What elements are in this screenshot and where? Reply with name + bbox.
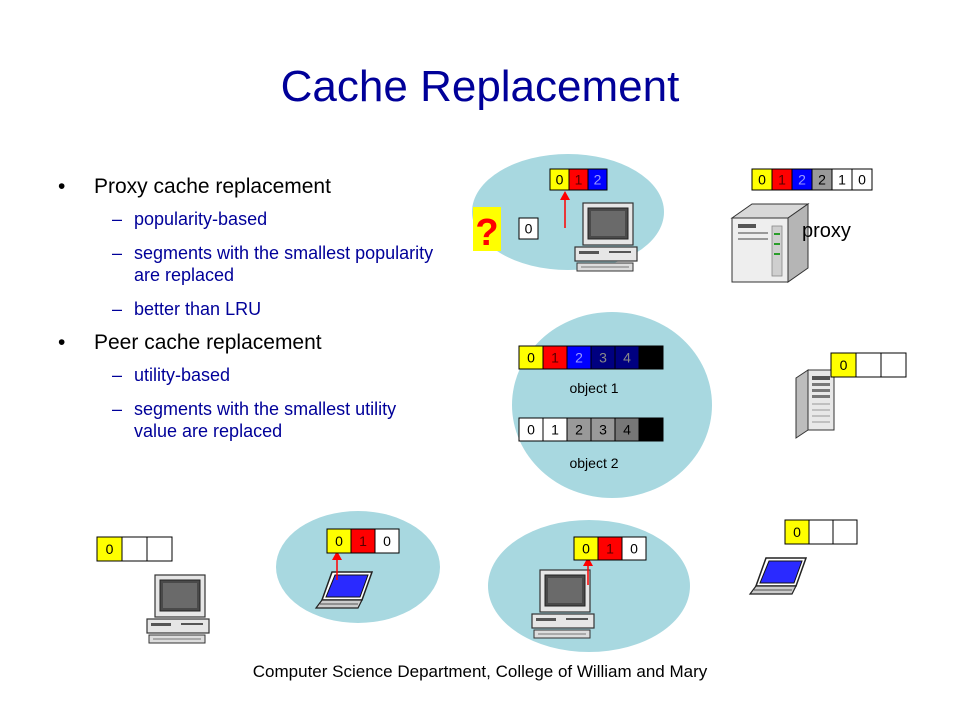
cache-cell — [832, 519, 858, 545]
proxy-server-icon[interactable] — [731, 203, 809, 283]
cache-array-bottom-laptop2: 0 — [784, 519, 858, 545]
cache-cell-label: 3 — [599, 422, 607, 438]
cache-cell-label: 0 — [106, 541, 114, 557]
peer-laptop-icon[interactable] — [749, 557, 807, 595]
cache-cell-label: 1 — [778, 172, 786, 188]
bullet-text: Peer cache replacement — [94, 331, 322, 354]
cache-cell — [374, 528, 400, 554]
cache-cell — [851, 168, 873, 191]
cache-cell — [621, 536, 647, 561]
cache-cell-label: 4 — [623, 422, 631, 438]
peer-desktop-icon[interactable] — [574, 202, 638, 272]
cache-cell — [855, 352, 882, 378]
request-arrow — [560, 191, 570, 228]
cache-cell-label: 4 — [623, 350, 631, 366]
sub-bullet-text: better than LRU — [134, 299, 262, 319]
bullet-text: Proxy cache replacement — [94, 175, 331, 198]
dash-glyph: – — [112, 299, 123, 319]
peer-desktop-icon[interactable] — [531, 569, 595, 639]
sub-bullet: –segments with the smallest utility valu… — [58, 398, 438, 442]
cache-cell-label: 0 — [630, 541, 638, 557]
question-mark-label: ? — [475, 212, 498, 254]
cache-cell-label: 2 — [594, 172, 602, 188]
object1-label: object 1 — [569, 380, 618, 396]
bullet-peer: • Peer cache replacement — [58, 328, 438, 358]
cache-cell-label: 0 — [758, 172, 766, 188]
cache-cell-label: 1 — [359, 533, 367, 549]
bullet-glyph: • — [58, 175, 66, 198]
cache-cell-label: 0 — [858, 172, 866, 188]
cache-cell — [784, 519, 810, 545]
cache-cell-label: 0 — [582, 541, 590, 557]
cache-cell — [587, 168, 608, 191]
sub-bullet: –popularity-based — [58, 208, 438, 230]
cache-cell — [808, 519, 834, 545]
cache-cell-label: 0 — [556, 172, 564, 188]
peer-tower-icon[interactable] — [795, 369, 835, 439]
cache-cell — [880, 352, 907, 378]
dash-glyph: – — [112, 399, 123, 419]
cache-cell — [146, 536, 173, 562]
cache-cell — [121, 536, 148, 562]
request-arrow — [332, 551, 342, 580]
bullet-proxy: • Proxy cache replacement — [58, 172, 438, 202]
cache-cell-label: 0 — [383, 533, 391, 549]
cache-cell-label: 0 — [335, 533, 343, 549]
cache-cell-label: 0 — [840, 357, 848, 373]
sub-bullet-text: popularity-based — [134, 209, 268, 229]
cache-cell-label: 2 — [818, 172, 826, 188]
cache-cell — [830, 352, 857, 378]
bullet-list: •Proxy cache replacement –popularity-bas… — [58, 172, 438, 454]
sub-bullet: –better than LRU — [58, 298, 438, 320]
slide-title: Cache Replacement — [280, 62, 680, 111]
dash-glyph: – — [112, 209, 123, 229]
cache-array-right-server: 0 — [830, 352, 907, 378]
proxy-label: proxy — [802, 220, 851, 242]
cache-cell — [638, 417, 664, 442]
cache-cell-label: 1 — [838, 172, 846, 188]
sub-bullet-text: segments with the smallest utility value… — [134, 399, 397, 441]
peer-desktop-icon[interactable] — [146, 574, 210, 644]
cache-cell — [96, 536, 123, 562]
object2-label: object 2 — [569, 455, 618, 471]
cache-array-top-peer-small: 0 — [518, 217, 539, 240]
cache-cell-label: 2 — [575, 350, 583, 366]
cache-cell-label: 1 — [575, 172, 583, 188]
cache-cell-label: 0 — [527, 422, 535, 438]
cache-cell — [638, 345, 664, 370]
cache-cell-label: 1 — [551, 350, 559, 366]
request-arrow — [583, 557, 593, 585]
sub-bullet-text: segments with the smallest popularity ar… — [134, 243, 434, 285]
dash-glyph: – — [112, 243, 123, 263]
cache-cell-label: 0 — [793, 524, 801, 540]
cache-cell-label: 0 — [525, 221, 533, 237]
sub-bullet: –utility-based — [58, 364, 438, 386]
slide-footer: Computer Science Department, College of … — [252, 662, 708, 681]
question-mark: ? — [473, 207, 501, 254]
cache-array-bottom-left: 0 — [96, 536, 173, 562]
cache-cell-label: 1 — [606, 541, 614, 557]
bullet-glyph: • — [58, 331, 66, 354]
cache-cell-label: 2 — [575, 422, 583, 438]
cache-cell-label: 0 — [527, 350, 535, 366]
cache-cell-label: 1 — [551, 422, 559, 438]
sub-bullet-text: utility-based — [134, 365, 231, 385]
cache-cell — [518, 217, 539, 240]
cache-cell-label: 3 — [599, 350, 607, 366]
dash-glyph: – — [112, 365, 123, 385]
sub-bullet: –segments with the smallest popularity a… — [58, 242, 438, 286]
cache-cell-label: 2 — [798, 172, 806, 188]
